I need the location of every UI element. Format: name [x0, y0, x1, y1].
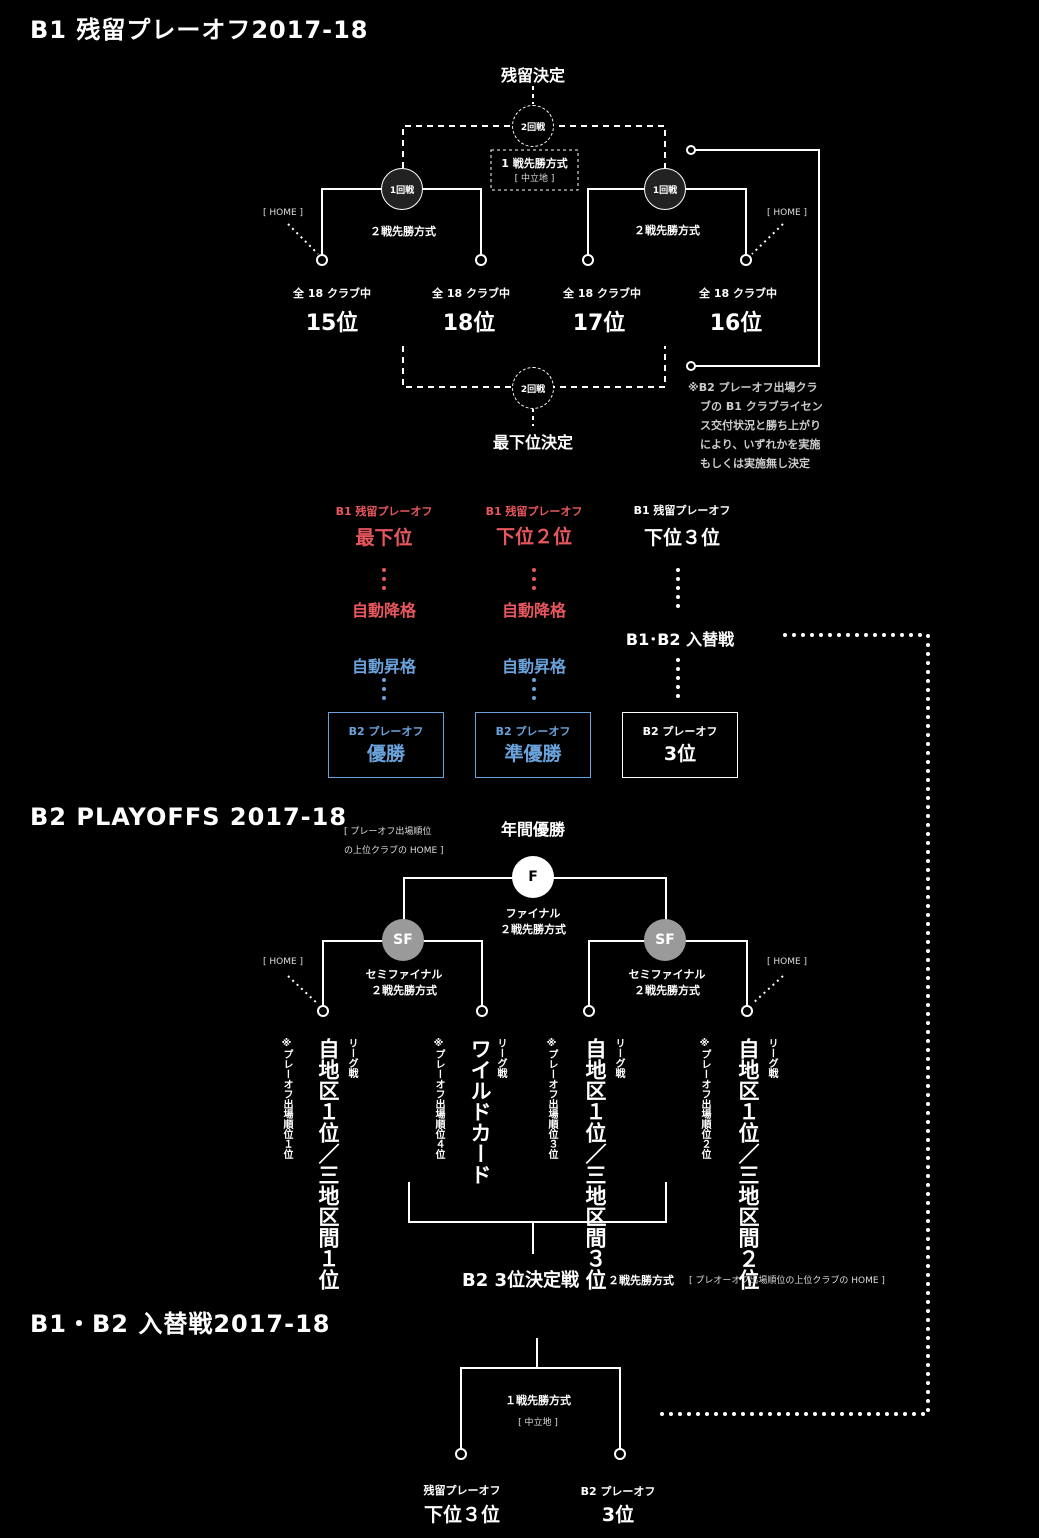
r1-format-left: ２戦先勝方式 — [370, 225, 436, 238]
team2-sub: ※プレーオフ出場順位４位 — [433, 1038, 444, 1159]
rank-16: 16位 — [709, 311, 763, 336]
b2-home-left: [ HOME ] — [262, 957, 304, 967]
home-note-2: の上位クラブの HOME ] — [344, 846, 444, 856]
among-1: 全 18 クラブ中 — [293, 287, 371, 300]
b2-champion-box: B2 プレーオフ 優勝 — [328, 712, 444, 778]
col3-title: 下位３位 — [643, 527, 720, 549]
team1-sub: ※プレーオフ出場順位１位 — [281, 1038, 292, 1159]
final-name: ファイナル — [505, 907, 561, 920]
team1-league: リーグ戦 — [346, 1038, 357, 1078]
third-place-title: B2 3位決定戦 — [462, 1270, 580, 1291]
exchange-right-big: 3位 — [601, 1504, 635, 1526]
auto-up-2: 自動昇格 — [501, 657, 566, 676]
sf-left-badge: SF — [382, 919, 424, 961]
rank-18: 18位 — [442, 311, 496, 336]
b2-home-right: [ HOME ] — [766, 957, 808, 967]
round1-right-badge: 1回戦 — [644, 168, 686, 210]
among-3: 全 18 クラブ中 — [563, 287, 641, 300]
round2-bottom-badge: 2回戦 — [512, 367, 554, 409]
exchange-left-big: 下位３位 — [423, 1504, 500, 1526]
home-note-1: [ プレーオフ出場順位 — [344, 827, 432, 837]
sf-right-format: ２戦先勝方式 — [634, 984, 700, 997]
auto-up-1: 自動昇格 — [351, 657, 416, 676]
b2-license-note: ※B2 プレーオフ出場クラ ブの B1 クラブライセン ス交付状況と勝ち上がり … — [688, 381, 823, 470]
b2-title: B2 PLAYOFFS 2017-18 — [30, 803, 348, 831]
auto-down-1: 自動降格 — [351, 601, 416, 620]
final-format: ２戦先勝方式 — [500, 923, 566, 936]
home-label-left: [ HOME ] — [262, 208, 304, 218]
b2-third-box: B2 プレーオフ 3位 — [622, 712, 738, 778]
last-place-label: 最下位決定 — [492, 433, 573, 452]
final-format: 1 戦先勝方式 — [501, 157, 568, 170]
team3-main: 自地区１位／三地区間３位 — [583, 1038, 607, 1290]
b1-title: B1 残留プレーオフ2017-18 — [30, 16, 369, 44]
round1-left-badge: 1回戦 — [381, 168, 423, 210]
team1-main: 自地区１位／三地区間１位 — [316, 1038, 340, 1290]
r1-format-right: ２戦先勝方式 — [634, 224, 700, 237]
champion-label: 年間優勝 — [500, 820, 565, 839]
col2-small: B1 残留プレーオフ — [485, 505, 583, 518]
exchange-right-small: B2 プレーオフ — [580, 1485, 656, 1498]
sf-left-name: セミファイナル — [365, 968, 443, 981]
exchange-neutral: [ 中立地 ] — [518, 1418, 558, 1428]
b2-runnerup-box: B2 プレーオフ 準優勝 — [475, 712, 591, 778]
team2-main: ワイルドカード — [468, 1038, 492, 1185]
sf-left-format: ２戦先勝方式 — [371, 984, 437, 997]
rank-17: 17位 — [572, 311, 626, 336]
third-place-note: [ プレオーオフ出場順位の上位クラブの HOME ] — [689, 1276, 885, 1286]
auto-down-2: 自動降格 — [501, 601, 566, 620]
home-label-right: [ HOME ] — [766, 208, 808, 218]
final-badge: F — [512, 856, 554, 898]
survival-label: 残留決定 — [500, 66, 565, 85]
col1-small: B1 残留プレーオフ — [335, 505, 433, 518]
team2-league: リーグ戦 — [495, 1038, 506, 1078]
sf-right-name: セミファイナル — [628, 968, 706, 981]
neutral-label: [ 中立地 ] — [514, 174, 555, 184]
third-place-format: ２戦先勝方式 — [608, 1274, 674, 1287]
final-format-box: 1 戦先勝方式 [ 中立地 ] — [491, 155, 578, 184]
col3-small: B1 残留プレーオフ — [633, 504, 731, 517]
col1-title: 最下位 — [355, 527, 413, 549]
among-2: 全 18 クラブ中 — [432, 287, 510, 300]
col2-title: 下位２位 — [495, 526, 572, 548]
exchange-left-small: 残留プレーオフ — [423, 1484, 501, 1497]
among-4: 全 18 クラブ中 — [699, 287, 777, 300]
exchange-title: B1・B2 入替戦2017-18 — [30, 1310, 331, 1338]
team4-league: リーグ戦 — [766, 1038, 777, 1078]
round2-top-badge: 2回戦 — [512, 105, 554, 147]
sf-right-badge: SF — [644, 919, 686, 961]
exchange-format: １戦先勝方式 — [505, 1394, 571, 1407]
team3-sub: ※プレーオフ出場順位３位 — [546, 1038, 557, 1159]
team4-sub: ※プレーオフ出場順位２位 — [699, 1038, 710, 1159]
rank-15: 15位 — [305, 311, 359, 336]
team3-league: リーグ戦 — [613, 1038, 624, 1078]
exchange-label: B1･B2 入替戦 — [625, 630, 735, 649]
team4-main: 自地区１位／三地区間２位 — [736, 1038, 760, 1290]
